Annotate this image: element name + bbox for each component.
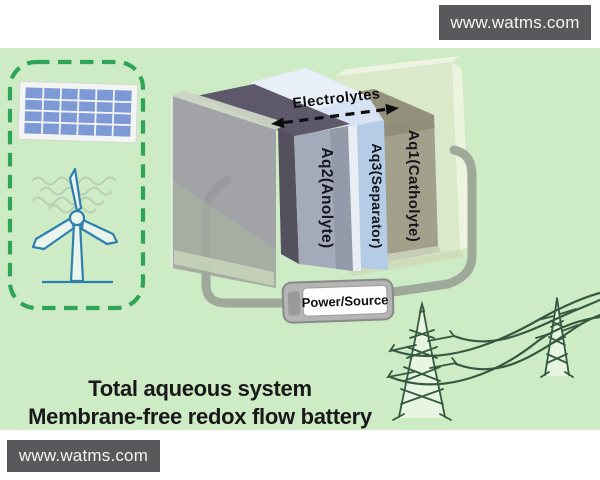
- catholyte-face: [377, 115, 438, 255]
- wire-right: [388, 145, 477, 297]
- separator-label: Aq3(Separator): [369, 143, 385, 248]
- renewables-dashed-border: [7, 59, 146, 311]
- separator-face: [357, 120, 388, 270]
- transmission-towers-icon: [386, 291, 600, 421]
- anolyte-face: [294, 126, 353, 271]
- power-source-label: Power/Source: [301, 292, 388, 310]
- solar-panel-icon: [17, 80, 139, 144]
- electrolytes-arrow: [271, 103, 399, 129]
- caption: Total aqueous system Membrane-free redox…: [8, 375, 392, 431]
- watermark-banner-top: www.watms.com: [439, 5, 591, 40]
- anolyte-layer: Aq2(Anolyte): [196, 84, 353, 271]
- left-electrode-plate: [171, 90, 287, 288]
- watermark-bottom-text: www.watms.com: [18, 446, 149, 465]
- caption-line1: Total aqueous system: [88, 376, 312, 401]
- watermark-top-text: www.watms.com: [450, 12, 580, 32]
- power-source-box: Power/Source: [281, 278, 395, 324]
- wind-turbine-icon: [31, 167, 119, 284]
- watermark-banner-bottom: www.watms.com: [7, 440, 160, 472]
- anolyte-label: Aq2(Anolyte): [318, 147, 335, 248]
- caption-line2: Membrane-free redox flow battery: [28, 404, 372, 429]
- catholyte-label: Aq1(Catholyte): [405, 130, 422, 242]
